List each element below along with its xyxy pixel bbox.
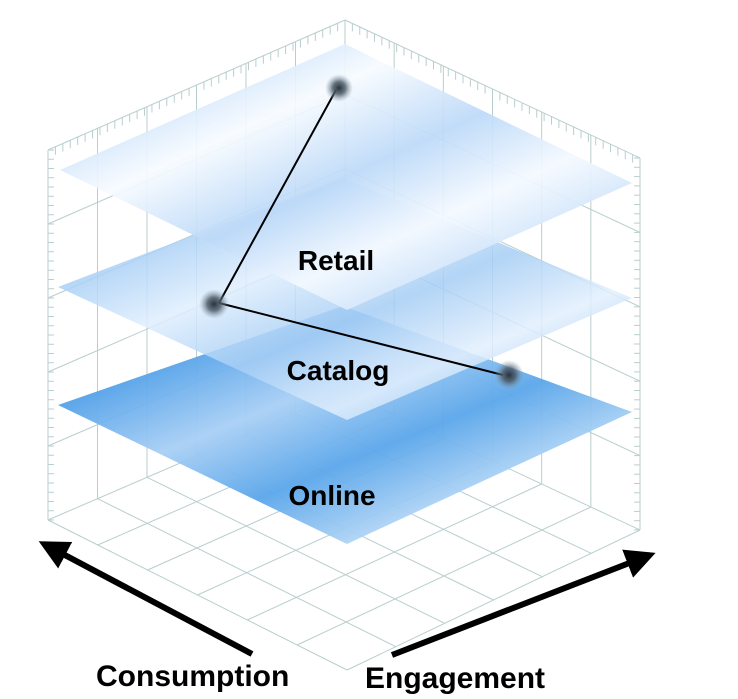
plane-label-retail: Retail [298,245,374,276]
node-online [494,360,524,390]
plane-label-catalog: Catalog [287,355,390,386]
grid-line [296,506,592,646]
axis-label-consumption: Consumption [96,660,289,693]
nodes [199,74,524,390]
plane-label-online: Online [288,480,375,511]
connector-retail-catalog [218,89,337,304]
node-catalog [199,289,229,319]
plane-online [58,306,632,544]
axis-label-engagement: Engagement [365,662,545,695]
plane-retail [60,44,632,310]
connector-catalog-online [218,302,504,376]
axis-arrows [38,541,656,658]
arrow-engagement [390,549,656,658]
arrow-consumption [38,541,254,657]
node-retail [325,74,353,102]
connector-lines [218,89,504,376]
